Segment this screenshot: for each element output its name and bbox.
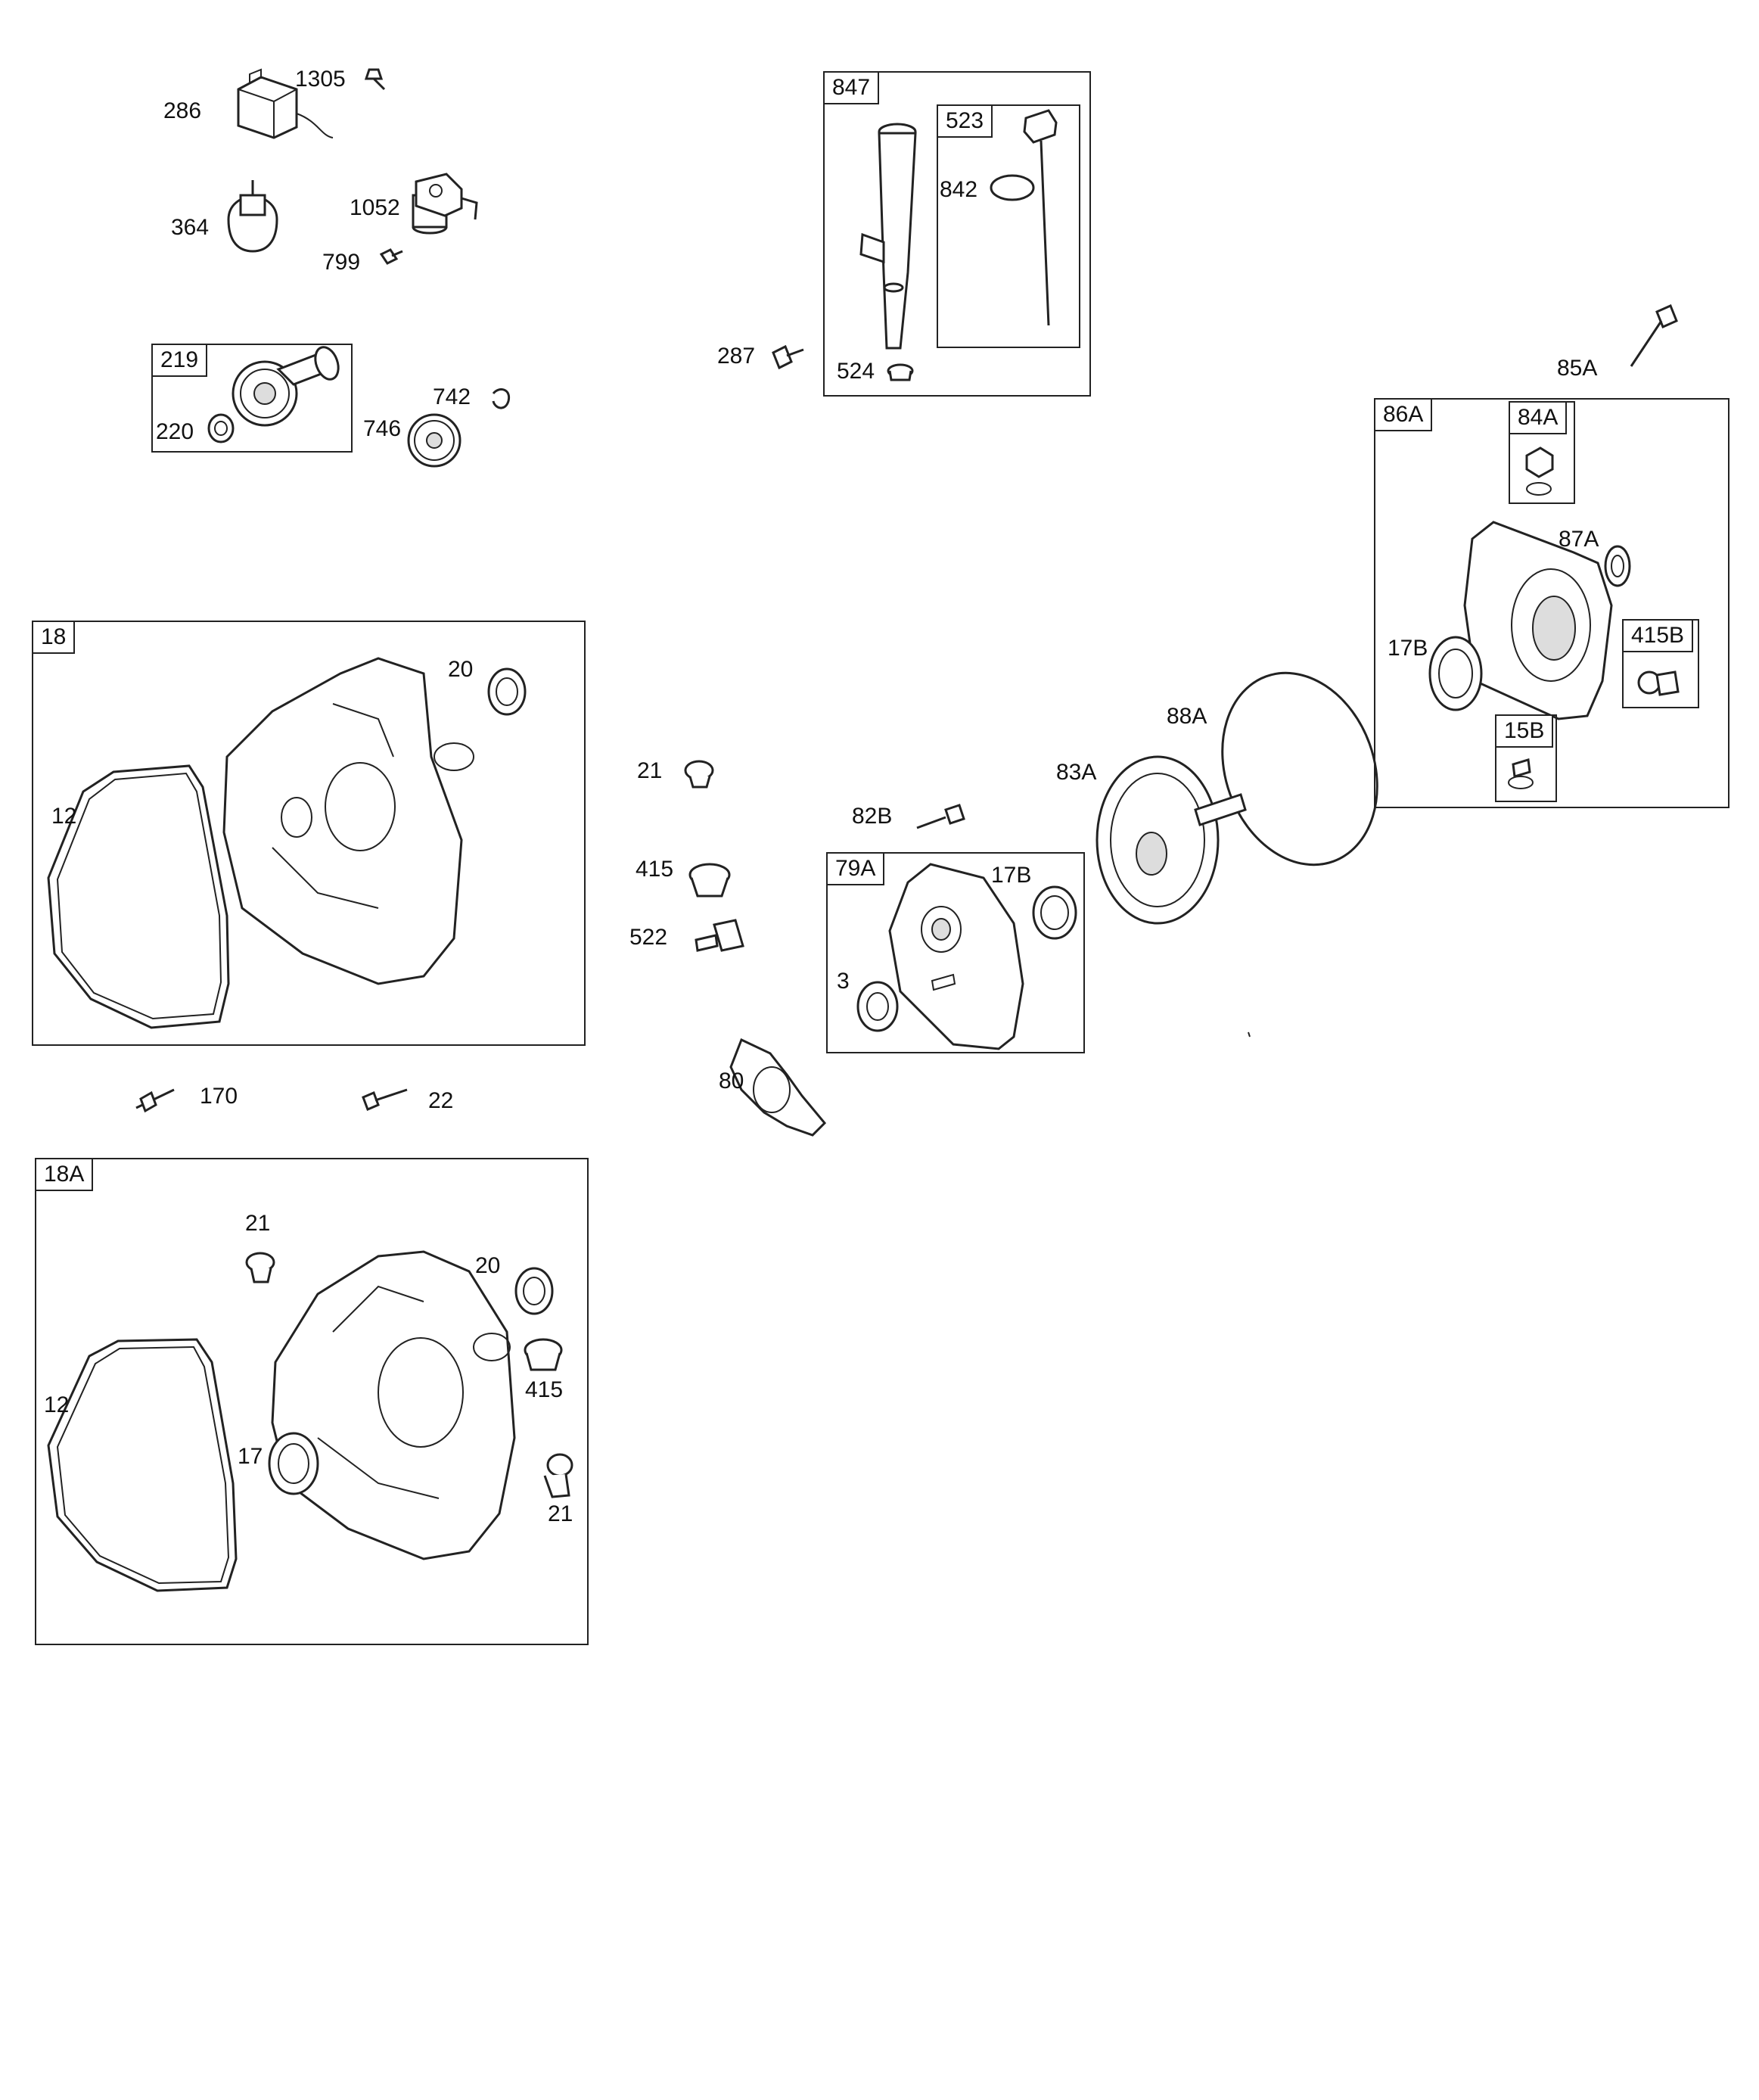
group-box-847: 847 <box>823 71 1091 397</box>
o-ring-icon <box>1221 671 1378 866</box>
bolt-icon <box>135 1088 175 1113</box>
part-label: 415 <box>525 1377 564 1402</box>
gasket-icon <box>47 1338 238 1592</box>
grommet-icon <box>887 363 914 381</box>
group-tag: 523 <box>938 106 993 138</box>
part-label: 17 <box>238 1444 263 1469</box>
part-label: 12 <box>51 804 77 829</box>
group-box-79A: 79A <box>826 852 1085 1053</box>
bearing-icon <box>1032 885 1077 940</box>
part-label: 85A <box>1557 356 1598 381</box>
washer-icon <box>207 413 235 443</box>
part-label: 21 <box>637 758 663 783</box>
part-label: 21 <box>548 1501 573 1526</box>
bearing-icon <box>268 1432 319 1495</box>
coil-icon <box>237 68 334 139</box>
bolt-icon <box>916 804 965 829</box>
group-tag: 18A <box>36 1159 94 1191</box>
crankcase-cover-icon <box>888 863 1024 1050</box>
plug-icon <box>543 1453 573 1498</box>
seal-icon <box>514 1267 554 1315</box>
part-label: 17B <box>1388 636 1428 661</box>
o-ring-icon <box>990 174 1035 201</box>
seal-icon <box>856 981 899 1032</box>
cap-icon <box>524 1338 563 1371</box>
gear-icon <box>407 413 462 468</box>
screw-icon <box>364 68 386 91</box>
clip-icon <box>492 388 511 409</box>
group-box-15B: 15B <box>1495 714 1557 802</box>
part-label: 522 <box>629 925 668 950</box>
group-tag: 415B <box>1624 621 1694 652</box>
seal-icon <box>1604 545 1631 587</box>
part-label: 415 <box>636 857 674 882</box>
group-box-219: 219 <box>151 344 353 453</box>
bolt-icon <box>1630 303 1678 367</box>
part-label: 88A <box>1167 704 1207 729</box>
part-label: 524 <box>837 359 875 384</box>
gasket-icon <box>47 764 230 1029</box>
dipstick-icon <box>1023 109 1058 326</box>
part-label: 83A <box>1056 760 1097 785</box>
group-box-18A: 18A <box>35 1158 589 1645</box>
group-box-415B: 415B <box>1622 619 1699 708</box>
group-box-84A: 84A <box>1509 401 1575 504</box>
bolt-icon <box>362 1088 408 1111</box>
switch-icon <box>227 180 278 253</box>
part-label: 287 <box>717 344 756 369</box>
part-label: 12 <box>44 1392 70 1417</box>
part-label: 1052 <box>350 195 400 220</box>
part-label: 842 <box>940 177 978 202</box>
part-label: 80 <box>719 1069 744 1094</box>
plug-icon <box>245 1252 275 1283</box>
plug-icon <box>684 760 714 789</box>
plug-icon <box>1525 446 1554 496</box>
plug-icon <box>1637 670 1680 696</box>
cap-icon <box>688 863 731 898</box>
plug-icon <box>1508 758 1534 789</box>
group-box-523: 523 <box>937 104 1080 348</box>
part-label: 742 <box>433 384 471 409</box>
part-label: 746 <box>363 416 402 441</box>
part-label: 20 <box>475 1253 501 1278</box>
drum-icon <box>1095 755 1247 925</box>
key-icon <box>695 919 744 952</box>
gasket-icon <box>729 1038 827 1137</box>
part-label: 20 <box>448 657 474 682</box>
group-box-18: 18 <box>32 621 586 1046</box>
part-label: 87A <box>1559 527 1599 552</box>
group-tag: 15B <box>1496 716 1554 748</box>
dipstick-tube-icon <box>859 123 917 350</box>
group-tag: 219 <box>153 345 208 377</box>
bearing-icon <box>1428 636 1483 711</box>
part-label: 286 <box>163 98 202 123</box>
group-box-86A: 86A <box>1374 398 1729 808</box>
part-label: 21 <box>245 1211 271 1236</box>
group-tag: 84A <box>1510 403 1568 434</box>
group-tag: 18 <box>33 622 76 654</box>
part-label: 17B <box>991 863 1032 888</box>
group-tag: 847 <box>825 73 880 104</box>
part-label: 1305 <box>295 67 346 92</box>
screw-icon <box>379 248 403 265</box>
seal-icon <box>487 667 527 716</box>
part-label: 799 <box>322 250 361 275</box>
solenoid-icon <box>412 173 478 235</box>
part-label: 170 <box>200 1084 238 1109</box>
part-label: 3 <box>837 969 850 994</box>
part-label: 22 <box>428 1088 454 1113</box>
group-tag: 86A <box>1375 400 1433 431</box>
gear-icon <box>232 346 340 427</box>
part-label: 82B <box>852 804 893 829</box>
bolt-icon <box>772 344 804 370</box>
group-tag: 79A <box>828 854 885 885</box>
part-label: 220 <box>156 419 194 444</box>
crankcase-cover-icon <box>222 657 474 985</box>
part-label: 364 <box>171 215 210 240</box>
